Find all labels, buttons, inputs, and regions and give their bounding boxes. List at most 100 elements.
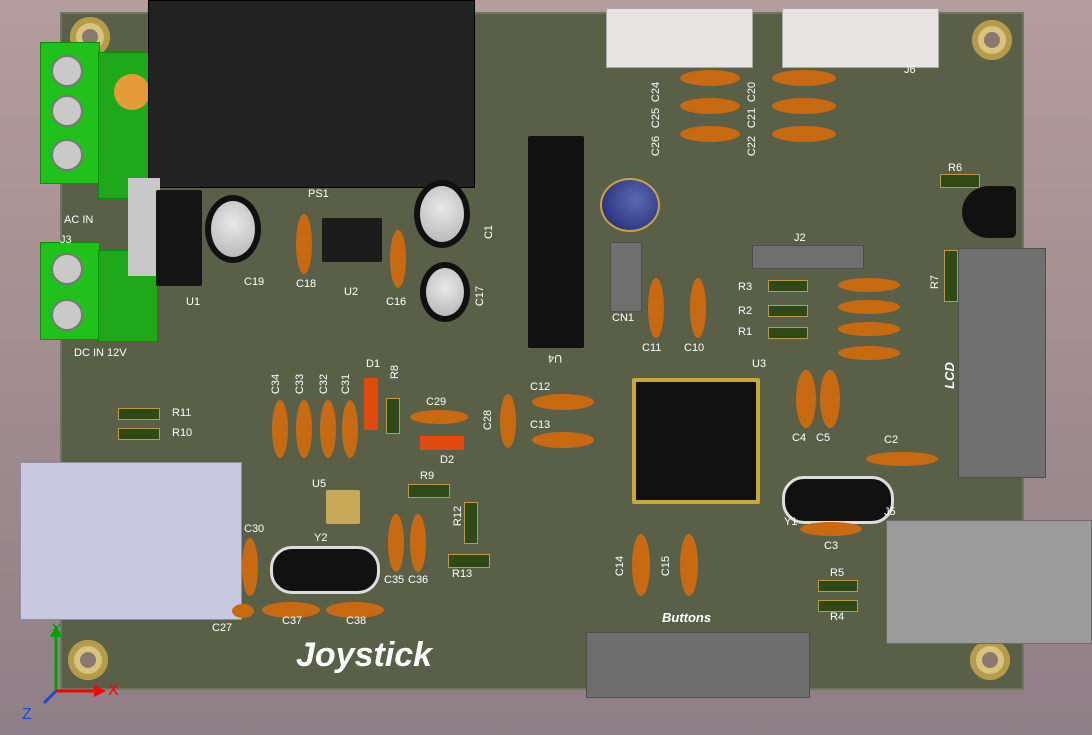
- cap-row-2: [838, 300, 900, 314]
- j5-label: J5: [884, 506, 896, 518]
- u3-microcontroller: [632, 378, 760, 504]
- mounting-hole-bottom-right: [970, 640, 1010, 680]
- c37-label: C37: [282, 615, 303, 627]
- c2-capacitor: [866, 452, 938, 466]
- y-axis-label: Y: [52, 620, 62, 636]
- u1-regulator: [156, 190, 202, 286]
- r11-label: R11: [172, 407, 192, 419]
- c26-capacitor: [680, 126, 740, 142]
- c37-capacitor: [262, 602, 320, 618]
- y-axis-arrow: [50, 625, 62, 637]
- r12-label: R12: [452, 505, 465, 527]
- y1-crystal: [782, 476, 894, 524]
- cap-row-3: [838, 322, 900, 336]
- u1-heatsink-tab: [128, 178, 160, 276]
- c11-capacitor: [648, 278, 664, 338]
- c19-capacitor: [205, 195, 261, 263]
- c12-label: C12: [530, 381, 551, 393]
- u2-label: U2: [344, 286, 359, 298]
- j2-header: [752, 245, 864, 269]
- r1-label: R1: [738, 326, 753, 338]
- r6-label: R6: [948, 162, 963, 174]
- c21-capacitor: [772, 98, 836, 114]
- x-axis-arrow: [94, 685, 106, 697]
- r8-label: R8: [389, 364, 402, 380]
- c38-capacitor: [326, 602, 384, 618]
- j2-label: J2: [794, 232, 806, 244]
- r13-label: R13: [452, 568, 473, 580]
- ps1-label: PS1: [308, 188, 329, 200]
- r1-resistor: [768, 327, 808, 339]
- c27-capacitor: [232, 604, 254, 618]
- cap-row-1: [838, 278, 900, 292]
- r13-resistor: [448, 554, 490, 568]
- c2-label: C2: [884, 434, 899, 446]
- c1-capacitor: [414, 180, 470, 248]
- c13-label: C13: [530, 419, 551, 431]
- c34-capacitor: [272, 400, 288, 458]
- r3-resistor: [768, 280, 808, 292]
- buttons-header: [586, 632, 810, 698]
- r3-label: R3: [738, 281, 753, 293]
- r11-resistor: [118, 408, 160, 420]
- c36-capacitor: [410, 514, 426, 572]
- c24-label: C24: [650, 81, 663, 103]
- electrolytic-capacitor-blue: [600, 178, 660, 232]
- u5-label: U5: [312, 478, 327, 490]
- c30-label: C30: [244, 523, 265, 535]
- c26-label: C26: [650, 135, 663, 157]
- c29-capacitor: [410, 410, 468, 424]
- fuse-led: [114, 74, 150, 110]
- c3-label: C3: [824, 540, 839, 552]
- c16-label: C16: [386, 296, 407, 308]
- c13-capacitor: [532, 432, 594, 448]
- c22-label: C22: [746, 135, 759, 157]
- c10-capacitor: [690, 278, 706, 338]
- c14-capacitor: [632, 534, 650, 596]
- mounting-hole-top-right: [972, 20, 1012, 60]
- d1-diode: [364, 378, 378, 430]
- usb-connector: [20, 462, 242, 620]
- z-axis-label: Z: [22, 706, 32, 723]
- c21-label: C21: [746, 107, 759, 129]
- u2-regulator: [322, 218, 382, 262]
- transistor: [962, 186, 1016, 238]
- cn1-header: [610, 242, 642, 312]
- r6-resistor: [940, 174, 980, 188]
- r4-resistor: [818, 600, 858, 612]
- r12-resistor: [464, 502, 478, 544]
- dc-terminal-block: [40, 242, 100, 340]
- x-axis-label: X: [108, 682, 119, 699]
- mounting-hole-bottom-left: [68, 640, 108, 680]
- c4-capacitor: [796, 370, 816, 428]
- c17-label: C17: [474, 285, 487, 307]
- dc-in-label: DC IN 12V: [74, 347, 127, 359]
- r10-label: R10: [172, 427, 193, 439]
- u1-label: U1: [186, 296, 201, 308]
- r9-label: R9: [420, 470, 435, 482]
- c12-capacitor: [532, 394, 594, 410]
- r7-resistor: [944, 250, 958, 302]
- r5-label: R5: [830, 567, 845, 579]
- c31-capacitor: [342, 400, 358, 458]
- y1-label: Y1: [784, 516, 798, 528]
- y2-crystal: [270, 546, 380, 594]
- r2-resistor: [768, 305, 808, 317]
- c25-label: C25: [650, 107, 663, 129]
- c14-label: C14: [614, 555, 627, 577]
- c36-label: C36: [408, 574, 429, 586]
- c17-capacitor: [420, 262, 470, 322]
- c5-label: C5: [816, 432, 831, 444]
- c18-capacitor: [296, 214, 312, 274]
- top-connector-left: [606, 8, 753, 68]
- board-title: Joystick: [296, 636, 433, 674]
- c35-label: C35: [384, 574, 405, 586]
- c16-capacitor: [390, 230, 406, 288]
- ac-in-label: AC IN: [64, 214, 94, 226]
- z-axis-line: [42, 689, 58, 705]
- d2-diode: [420, 436, 464, 450]
- c3-capacitor: [800, 522, 862, 536]
- c28-capacitor: [500, 394, 516, 448]
- axes-gizmo: [42, 625, 106, 705]
- r5-resistor: [818, 580, 858, 592]
